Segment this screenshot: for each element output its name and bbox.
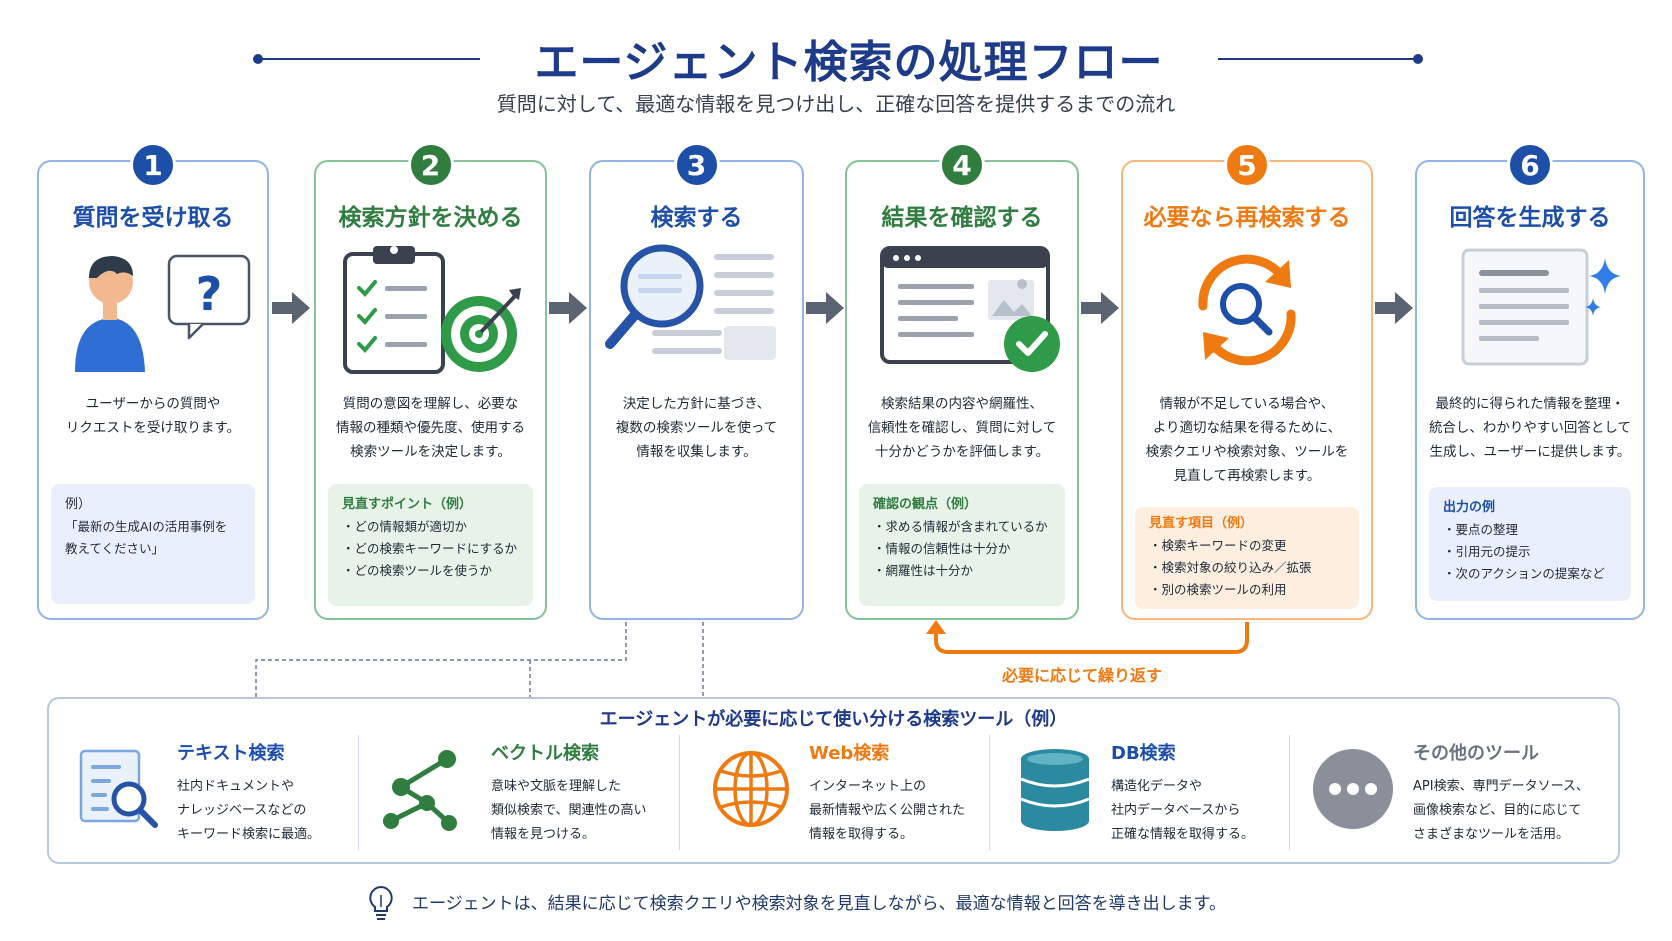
tool-name-2: ベクトル検索 [491, 743, 599, 764]
step-card-1: 1 質問を受け取る ? ユーザーからの質問や リクエストを受け取ります。 例） … [37, 142, 269, 620]
tool-other: その他のツール API検索、専門データソース、 画像検索など、目的に応じて さま… [1311, 735, 1611, 855]
globe-icon [709, 747, 793, 835]
tool-name-4: DB検索 [1111, 743, 1176, 764]
step-desc-4: 検索結果の内容や網羅性、 信頼性を確認し、質問に対して 十分かどうかを評価します… [867, 396, 1057, 460]
clipboard-target-icon [316, 244, 545, 384]
magnifier-document-icon [591, 244, 802, 384]
step-badge-6: 6 [1507, 142, 1553, 188]
arrow-icon [1081, 292, 1119, 324]
step-desc-1: ユーザーからの質問や リクエストを受け取ります。 [65, 396, 241, 436]
tool-desc-2: 意味や文脈を理解した 類似検索で、関連性の高い 情報を見つける。 [491, 779, 647, 842]
tool-divider [989, 735, 990, 850]
refresh-search-icon [1123, 244, 1371, 384]
step-box-6: 出力の例 ・要点の整理 ・引用元の提示 ・次のアクションの提案など [1429, 487, 1631, 601]
loop-arrow [934, 622, 1249, 654]
text-search-icon [77, 747, 161, 835]
title-rule-right [1218, 58, 1418, 60]
arrow-icon [806, 292, 844, 324]
tool-vector-search: ベクトル検索 意味や文脈を理解した 類似検索で、関連性の高い 情報を見つける。 [379, 735, 669, 855]
tool-web-search: Web検索 インターネット上の 最新情報や広く公開された 情報を取得する。 [709, 735, 979, 855]
loop-label: 必要に応じて繰り返す [1002, 666, 1163, 685]
user-question-icon: ? [39, 244, 267, 384]
tool-desc-4: 構造化データや 社内データベースから 正確な情報を取得する。 [1111, 779, 1255, 842]
tools-title: エージェントが必要に応じて使い分ける検索ツール（例） [599, 709, 1068, 730]
step-box-2: 見直すポイント（例） ・どの情報類が適切か ・どの検索キーワードにするか ・どの… [328, 484, 533, 606]
step-card-6: 6 回答を生成する 最終的に得られた情報を整理・ 統合し、わかりやすい回答として… [1415, 142, 1645, 620]
tool-name-3: Web検索 [809, 743, 890, 764]
step-desc-5: 情報が不足している場合や、 より適切な結果を得るために、 検索クエリや検索対象、… [1145, 396, 1349, 484]
svg-text:?: ? [196, 267, 223, 321]
tools-panel: エージェントが必要に応じて使い分ける検索ツール（例） テキスト検索 社内ドキュメ… [47, 697, 1620, 864]
step-title-5: 必要なら再検索する [1143, 205, 1351, 231]
title-rule-dot-left [253, 54, 263, 64]
loop-arrow-head [926, 620, 946, 634]
more-icon [1311, 747, 1395, 835]
step-title-2: 検索方針を決める [338, 205, 523, 231]
header: エージェント検索の処理フロー [0, 18, 1672, 88]
step-title-6: 回答を生成する [1449, 205, 1611, 231]
tool-connectors [255, 622, 704, 697]
step-desc-2: 質問の意図を理解し、必要な 情報の種類や優先度、使用する 検索ツールを決定します… [336, 396, 525, 460]
tool-divider [679, 735, 680, 850]
title-rule-left [258, 58, 480, 60]
footer-note: エージェントは、結果に応じて検索クエリや検索対象を見直しながら、最適な情報と回答… [412, 894, 1226, 914]
arrow-icon [549, 292, 587, 324]
tool-desc-5: API検索、専門データソース、 画像検索など、目的に応じて さまざまなツールを活… [1413, 779, 1589, 842]
step-badge-1: 1 [130, 142, 176, 188]
arrow-icon [272, 292, 310, 324]
tool-divider [358, 735, 359, 850]
step-title-4: 結果を確認する [881, 205, 1043, 231]
step-card-5: 5 必要なら再検索する 情報が不足している場合や、 より適切な結果を得るために、… [1121, 142, 1373, 620]
step-title-3: 検索する [650, 205, 743, 231]
lightbulb-icon [365, 883, 397, 927]
vector-graph-icon [379, 747, 463, 835]
step-card-3: 3 検索する 決定した方針に基づき、 複数の検索ツールを使って 情報を収集します… [589, 142, 804, 620]
page-title: エージェント検索の処理フロー [534, 37, 1164, 88]
step-badge-4: 4 [939, 142, 985, 188]
page-subtitle: 質問に対して、最適な情報を見つけ出し、正確な回答を提供するまでの流れ [496, 92, 1176, 116]
step-box-4: 確認の観点（例） ・求める情報が含まれているか ・情報の信頼性は十分か ・網羅性… [859, 484, 1065, 606]
step-card-4: 4 結果を確認する 検索結果の内容や網羅性、 信頼性を確認し、質問に対して 十分… [845, 142, 1079, 620]
tool-name-1: テキスト検索 [177, 743, 285, 764]
step-box-5: 見直す項目（例） ・検索キーワードの変更 ・検索対象の絞り込み／拡張 ・別の検索… [1135, 507, 1359, 609]
title-rule-dot-right [1413, 54, 1423, 64]
step-badge-5: 5 [1224, 142, 1270, 188]
step-title-1: 質問を受け取る [72, 205, 234, 231]
step-badge-2: 2 [407, 142, 454, 188]
tool-text-search: テキスト検索 社内ドキュメントや ナレッジベースなどの キーワード検索に最適。 [77, 735, 357, 855]
step-desc-6: 最終的に得られた情報を整理・ 統合し、わかりやすい回答として 生成し、ユーザーに… [1428, 396, 1632, 460]
arrow-icon [1375, 292, 1413, 324]
tool-db-search: DB検索 構造化データや 社内データベースから 正確な情報を取得する。 [1015, 735, 1295, 855]
step-card-2: 2 検索方針を決める 質問の意図を理解し、必要な 情報の種類や優先度、使用する … [314, 142, 547, 620]
step-badge-3: 3 [673, 142, 720, 188]
tool-desc-1: 社内ドキュメントや ナレッジベースなどの キーワード検索に最適。 [177, 779, 321, 842]
tool-desc-3: インターネット上の 最新情報や広く公開された 情報を取得する。 [809, 779, 966, 842]
tool-name-5: その他のツール [1413, 743, 1539, 764]
browser-check-icon [847, 244, 1077, 384]
database-icon [1015, 747, 1095, 835]
document-sparkle-icon [1417, 244, 1643, 384]
step-desc-3: 決定した方針に基づき、 複数の検索ツールを使って 情報を収集します。 [615, 396, 778, 460]
step-box-1: 例） 「最新の生成AIの活用事例を 教えてください」 [51, 484, 255, 604]
tool-divider [1289, 735, 1290, 850]
